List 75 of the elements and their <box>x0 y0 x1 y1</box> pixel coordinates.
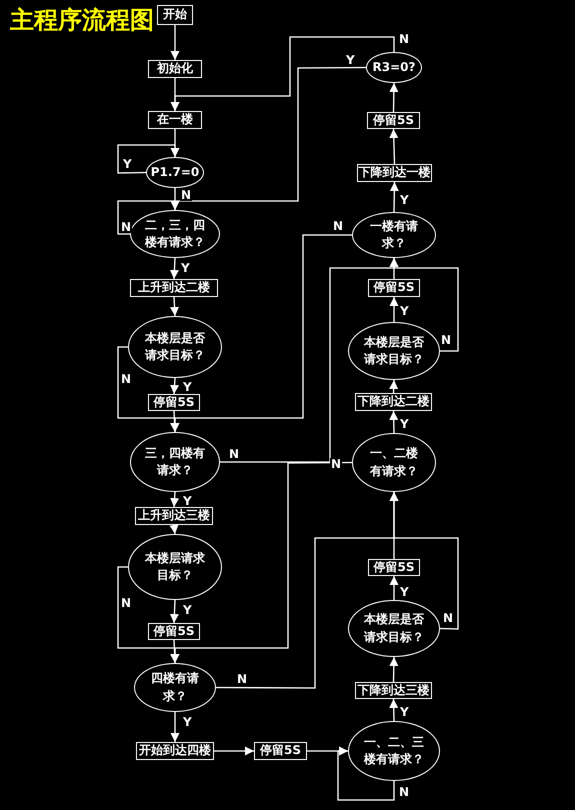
edge-label: N <box>398 33 410 45</box>
arrow <box>390 297 398 322</box>
arrow <box>214 746 254 756</box>
edge-label: Y <box>122 158 133 170</box>
arrow <box>170 296 180 316</box>
edge-label: Y <box>182 716 193 728</box>
arrow <box>170 462 352 663</box>
edge-label: Y <box>399 305 410 317</box>
arrow <box>389 128 398 164</box>
process-box: 上升到达三楼 <box>135 507 213 525</box>
process-box: 停留5S <box>254 742 307 760</box>
edge-label: Y <box>345 54 356 66</box>
edge-label: N <box>330 458 342 470</box>
arrow <box>170 712 180 742</box>
arrow <box>170 234 352 432</box>
edge-label: N <box>236 673 248 685</box>
arrow <box>170 66 366 210</box>
title: 主程序流程图 <box>10 6 154 34</box>
process-box: 停留5S <box>367 112 420 129</box>
process-box: 停留5S <box>148 623 200 640</box>
decision-ellipse: R3=0? <box>366 52 422 83</box>
arrow <box>170 25 180 60</box>
edge-label: Y <box>399 706 410 718</box>
arrow <box>389 82 398 112</box>
edge-label: N <box>440 334 452 346</box>
decision-ellipse: 一、二、三楼有请求？ <box>348 721 440 781</box>
arrow <box>389 656 398 682</box>
arrow <box>390 258 398 279</box>
decision-ellipse: 本楼层是否请求目标？ <box>348 600 440 657</box>
edge-label: N <box>442 612 454 624</box>
arrow <box>170 36 395 111</box>
edge-label: N <box>398 786 410 798</box>
arrow <box>117 144 180 174</box>
decision-ellipse: P1.7=0 <box>146 157 204 188</box>
edge-label: Y <box>180 262 191 274</box>
arrow <box>389 698 398 722</box>
arrow <box>170 524 178 534</box>
decision-ellipse: 一楼有请求？ <box>352 212 436 258</box>
process-box: 下降到达二楼 <box>355 393 432 411</box>
decision-ellipse: 本楼层是否请求目标？ <box>348 322 440 380</box>
process-box: 开始到达四楼 <box>136 742 214 760</box>
edge-label: N <box>180 189 192 201</box>
process-box: 初始化 <box>148 60 202 78</box>
edge-label: N <box>332 220 344 232</box>
arrow <box>170 258 179 280</box>
process-box: 上升到达二楼 <box>130 279 218 297</box>
decision-ellipse: 一、二楼有请求？ <box>352 433 436 492</box>
process-box: 在一楼 <box>148 111 202 129</box>
edge-label: N <box>120 373 132 385</box>
edge-label: Y <box>399 194 410 206</box>
arrow <box>390 182 399 212</box>
arrow <box>389 380 398 394</box>
arrow <box>170 378 180 394</box>
decision-ellipse: 三，四楼有请求？ <box>130 432 220 492</box>
arrow <box>390 492 398 559</box>
edge-label: N <box>228 448 240 460</box>
edge-label: N <box>120 597 132 609</box>
process-box: 开始 <box>157 5 193 25</box>
process-box: 停留5S <box>148 394 200 411</box>
decision-ellipse: 四楼有请求？ <box>134 663 216 712</box>
arrow <box>390 576 398 600</box>
process-box: 下降到达一楼 <box>357 164 432 182</box>
arrow <box>170 600 179 624</box>
edge-label: N <box>120 221 132 233</box>
arrow <box>337 746 395 801</box>
arrow <box>389 410 398 434</box>
edge-label: Y <box>399 586 410 598</box>
edge-label: Y <box>182 495 193 507</box>
arrow <box>170 492 180 508</box>
process-box: 停留5S <box>368 279 420 297</box>
process-box: 下降到达三楼 <box>355 682 432 699</box>
edge-label: Y <box>182 604 193 616</box>
process-box: 停留5S <box>368 559 420 576</box>
edge-label: Y <box>182 381 193 393</box>
edge-label: Y <box>399 418 410 430</box>
